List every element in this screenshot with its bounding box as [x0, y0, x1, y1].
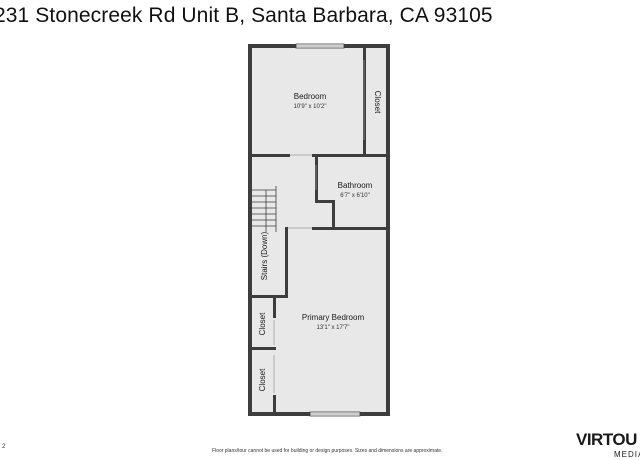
door-openings	[273, 60, 365, 393]
interior-walls	[248, 48, 390, 412]
logo-sub-text: MEDIA	[614, 450, 640, 459]
bedroom-dims: 10'9" x 10'2"	[294, 104, 327, 110]
disclaimer-text: Floor plans/tour cannot be used for buil…	[212, 448, 443, 454]
bedroom-name: Bedroom	[294, 92, 327, 101]
primary-bedroom-dims: 13'1" x 17'7"	[317, 325, 350, 331]
bathroom-dims: 6'7" x 6'10"	[340, 193, 370, 199]
closet-bottom-label: Closet	[258, 368, 267, 391]
primary-bedroom-name: Primary Bedroom	[302, 313, 365, 322]
windows	[295, 43, 361, 417]
closet-middle-label: Closet	[258, 312, 267, 335]
stairs	[252, 186, 277, 232]
closet-top-label: Closet	[373, 91, 382, 114]
virtuoso-media-logo: VIRTOU MEDIA	[574, 430, 640, 460]
listing-address: 231 Stonecreek Rd Unit B, Santa Barbara,…	[0, 4, 493, 27]
page-number: 2	[2, 444, 6, 450]
bathroom-name: Bathroom	[338, 181, 373, 190]
stairs-label: Stairs (Down)	[260, 231, 269, 280]
logo-main-text: VIRTOU	[576, 430, 637, 449]
